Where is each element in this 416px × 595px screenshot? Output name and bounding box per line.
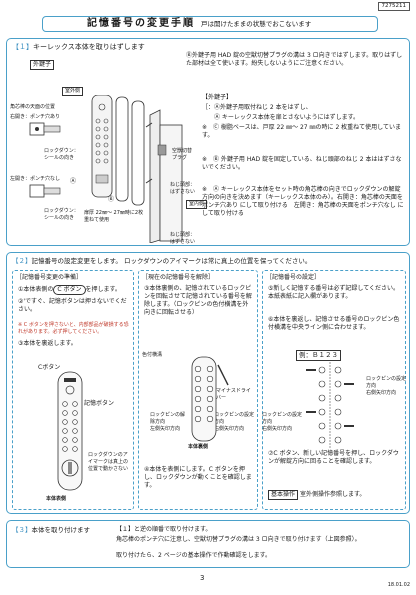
column-1-box (12, 270, 134, 510)
pin-set-note-a-dir: 右側矢印方向 (366, 389, 397, 396)
section-3-step: 【１】と逆の順番で取り付けます。 (116, 526, 212, 533)
section-1 (6, 38, 410, 246)
basic-operation-badge: 基本操作 (268, 490, 299, 501)
column-2-box (138, 270, 258, 510)
col1-step3: ③本体を裏返します。 (18, 340, 77, 347)
front-lock-diagram (57, 371, 83, 491)
note-1: ［：Ⓐ外鍵子用取付ねじ 2 本をはずし、 (202, 104, 312, 111)
section-3-heading: 【３】本体を取り付けます (12, 526, 90, 535)
section-3-line-2: 角芯棒のポンチ穴に注意し、空獣切替プラグの溝は 3 ロ向きで取り付けます（上図参… (116, 536, 361, 543)
pin-set-text: ロックピンの設定方向 (214, 412, 255, 425)
page-title: 記憶番号の変更手順 (87, 18, 195, 30)
col3-step-6: ⑥本体を裏返し、記憶させる番号のロックピン色付横溝を中央ライン側に合わせます。 (268, 316, 400, 332)
title-box: 記憶番号の変更手順 戸は開けたままの状態でおこないます (42, 16, 378, 32)
pin-release-text: ロックピンの解除方向 (150, 412, 186, 425)
room-outside-label: 室外側 (62, 87, 84, 96)
step-b-text: Ⓑ外鍵子用 HAD 錠の空獣切替プラグの溝は 3 ロ向きではずします。取りはずし… (186, 52, 403, 68)
col1-warning: ※ C ボタンを押さないと、内部部品が破損する恐れがあります。必ず押してください… (18, 322, 129, 335)
column-3-box (262, 270, 406, 510)
screw-note-1: ねじ頭部：はずさない (170, 182, 196, 195)
lock-seal-label-2: ロックダウン：シールの向き (44, 208, 79, 221)
outer-key-label: 外鍵子 (30, 60, 55, 71)
pin-set-note-b-text: ロックピンの設定方向 (262, 412, 303, 425)
col2-step-5: ④本体を表側にします。C ボタンを押し、ロックダウンが動くことを確認します。 (144, 466, 252, 490)
outer-key-heading: 【外鍵子】 (202, 94, 233, 101)
front-side-label: 本体表側 (46, 496, 67, 502)
col2-heading: ［現在の記憶番号を解除］ (142, 274, 215, 281)
letter-a-1: Ⓐ (70, 178, 77, 185)
back-lock-diagram (191, 356, 229, 442)
pin-set-note-a: ロックピンの設定方向右側矢印方向 (366, 376, 406, 396)
col3-step-7: ⑦C ボタン、新しい記憶番号を押し、ロックダウンが解錠方向に回ることを確認します… (268, 450, 399, 466)
door-thickness-label: 扉厚 22㎜〜 27㎜時に2枚重ねて使用 (84, 210, 144, 223)
version-code: 18.01.02 (387, 582, 410, 588)
col1-step1-post: を押します。 (85, 286, 121, 293)
c-button-label: C ボタン (53, 285, 86, 296)
col2-step: ③本体裏側の、記憶されているロックピンを回転させて記憶されている番号を解除します… (144, 285, 252, 317)
minus-driver-label: マイナスドライバー (216, 388, 251, 401)
page-subtitle: 戸は開けたままの状態でおこないます (201, 19, 312, 28)
section-1-num: 【１】 (12, 43, 33, 51)
col1-heading: ［記憶番号変更の準備］ (16, 274, 83, 281)
section-3-title: 本体を取り付けます (31, 526, 91, 534)
colored-groove-label: 色付横溝 (142, 352, 163, 358)
pin-set-note-b: ロックピンの設定方向右側矢印方向 (262, 412, 302, 432)
note-1b: Ⓐ キーレックス本体を扉とさないようにはずします。 (214, 114, 360, 121)
col1-step2: ②'ですぐ、記憶ボタンは押さないでください。 (18, 298, 127, 314)
section-1-title: キーレックス本体を取りはずします (33, 43, 145, 51)
section-2-note: ロックダウンのアイマークは常に真上の位置を保ってください。 (123, 257, 312, 265)
section-2-title: 記憶番号の設定変更をします。 (31, 257, 122, 265)
letter-b-1: Ⓑ (108, 196, 115, 203)
back-side-label: 本体裏側 (188, 444, 209, 450)
pin-release-label: ロックピンの解除方向左側矢印方向 (150, 412, 186, 432)
room-inside-label: 室内側 (186, 200, 208, 209)
pin-release-dir: 左側矢印方向 (150, 425, 181, 432)
lockdown-note: ロックダウンのアイマークは真上の位置で動かさない (88, 452, 129, 472)
section-1-heading: 【１】キーレックス本体を取りはずします (12, 43, 145, 52)
section-3 (6, 520, 410, 568)
col1-step1-pre: ①本体表側の (18, 286, 54, 293)
doc-number: 7275211 (377, 2, 410, 12)
pin-set-dir: 右側矢印方向 (214, 425, 245, 432)
section-2-num: 【２】 (12, 257, 32, 265)
c-button-callout: Cボタン (38, 364, 61, 371)
page-number: 3 (200, 574, 205, 582)
fixing-plug-label: 空獣切替プラグ (172, 148, 193, 161)
right-open-label: 右開き：ポンチ穴あり (10, 114, 61, 120)
section-2 (6, 252, 410, 514)
note-2: ※ Ⓒ 樹脂ベースは、戸厚 22 ㎜〜 27 ㎜の時に 2 枚重ねて使用していま… (202, 124, 401, 140)
pin-setting-diagram (306, 362, 354, 448)
col3-heading: ［記憶番号の設定］ (266, 274, 321, 281)
pin-set-label: ロックピンの設定方向右側矢印方向 (214, 412, 254, 432)
memory-button-callout: 記憶ボタン (84, 400, 115, 407)
section-1-diagram (29, 95, 183, 243)
pin-set-note-b-dir: 右側矢印方向 (262, 425, 293, 432)
pin-set-note-a-text: ロックピンの設定方向 (366, 376, 407, 389)
basic-operation-text: 室外側操作参照します。 (299, 491, 366, 498)
section-3-num: 【３】 (12, 526, 32, 534)
section-2-heading: 【２】記憶番号の設定変更をします。 ロックダウンのアイマークは常に真上の位置を保… (12, 257, 311, 266)
lock-seal-label-1: ロックダウン：シールの向き (44, 148, 79, 161)
basic-operation-note: 基本操作 室外側操作参照します。 (268, 490, 402, 501)
col3-step-5: ⑤新しく記憶する番号は必ず記録してください。本紙表紙に記入欄があります。 (268, 285, 400, 301)
case-title: 角芯棒の天面の位置 (10, 104, 56, 110)
screw-note-2: ねじ頭部：はずさない (170, 232, 196, 245)
note-3: ※ Ⓑ 外鍵子用 HAD 錠を固定している、ねじ頭部のねじ 2 本ははずさないで… (202, 156, 402, 172)
section-3-line-3: 取り付けたら、2 ページの基本操作で作動確認をします。 (116, 552, 272, 559)
example-number: 例：Ｂ１２３ (296, 350, 341, 361)
left-open-label: 左開き：ポンチ穴なし (10, 176, 61, 182)
note-4: ※ Ⓐ キーレックス本体をセット時の角芯棒の向きでロックダウンの解錠方向の向きを… (202, 186, 404, 218)
